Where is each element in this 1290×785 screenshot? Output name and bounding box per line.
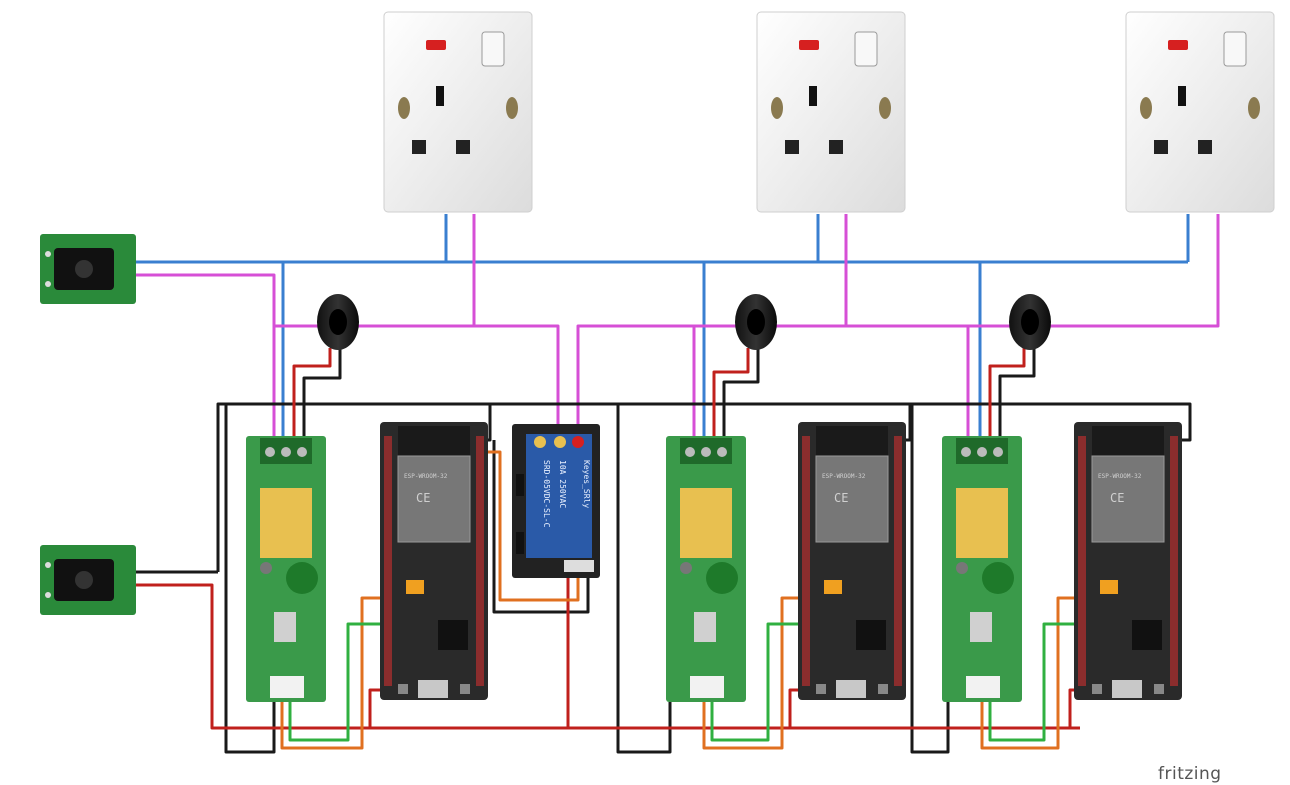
- wire-red-ct1: [292, 348, 332, 436]
- earth-pin-slot: [1178, 86, 1186, 106]
- chip-label: ESP-WROOM-32: [1098, 473, 1142, 480]
- transformer-icon: [260, 488, 312, 558]
- neutral-pin-slot: [1198, 140, 1212, 154]
- relay-body: [526, 434, 592, 558]
- indicator-light-icon: [426, 40, 446, 50]
- screw-icon: [506, 97, 518, 119]
- pzem-module-3: [942, 436, 1022, 702]
- screw-icon: [771, 97, 783, 119]
- boot-button-icon: [460, 684, 470, 694]
- coil-icon: [706, 562, 738, 594]
- wire-black-ct2: [722, 348, 760, 436]
- pzem-module-2: [666, 436, 746, 702]
- pzem-module-1: [246, 436, 326, 702]
- earth-pin-slot: [436, 86, 444, 106]
- usb-port-icon: [836, 680, 866, 698]
- wire-orange-pzem1: [280, 596, 390, 750]
- wire-orange-pzem2: [702, 596, 808, 750]
- wires: [132, 214, 1220, 754]
- wire-black-frame: [216, 402, 1192, 572]
- uart-connector: [690, 676, 724, 698]
- screw-icon: [398, 97, 410, 119]
- neutral-pin-slot: [456, 140, 470, 154]
- wall-socket-3: [1125, 11, 1275, 213]
- wire-black-relay: [492, 440, 590, 614]
- relay-model-label: SRD-05VDC-SL-C: [542, 460, 551, 528]
- reset-button-icon: [1092, 684, 1102, 694]
- wire-green-pzem3: [988, 622, 1086, 742]
- relay-rating-1: 10A 250VAC: [558, 460, 567, 508]
- chip-label: ESP-WROOM-32: [404, 473, 448, 480]
- usb-port-icon: [1112, 680, 1142, 698]
- esp32-board-2: ESP-WROOM-32 CE: [798, 422, 906, 700]
- wire-red-bus: [132, 583, 1080, 730]
- wire-magenta-bus: [274, 324, 560, 436]
- ct-sensor-1: [317, 294, 359, 350]
- uart-connector: [270, 676, 304, 698]
- boot-button-icon: [878, 684, 888, 694]
- relay-header-pins: [564, 560, 594, 572]
- wire-orange-relay: [484, 450, 580, 602]
- live-pin-slot: [785, 140, 799, 154]
- transformer-icon: [680, 488, 732, 558]
- wire-red-ct3: [988, 348, 1026, 436]
- antenna-icon: [816, 426, 888, 456]
- switch-rocker-icon: [854, 31, 878, 67]
- ct-sensor-3: [1009, 294, 1051, 350]
- esp32-chip: [815, 455, 889, 543]
- wire-green-pzem1: [288, 622, 390, 742]
- indicator-light-icon: [799, 40, 819, 50]
- neutral-pin-slot: [829, 140, 843, 154]
- cert-mark: CE: [1110, 491, 1124, 505]
- screw-icon: [1140, 97, 1152, 119]
- screw-icon: [1248, 97, 1260, 119]
- antenna-icon: [1092, 426, 1164, 456]
- transformer-icon: [956, 488, 1008, 558]
- wire-green-pzem2: [710, 622, 808, 742]
- esp32-board-3: ESP-WROOM-32 CE: [1074, 422, 1182, 700]
- boot-button-icon: [1154, 684, 1164, 694]
- wire-orange-pzem3: [980, 596, 1086, 750]
- coil-icon: [982, 562, 1014, 594]
- esp32-chip: [1091, 455, 1165, 543]
- wire-magenta-input: [132, 273, 276, 436]
- ct-sensor-2: [735, 294, 777, 350]
- wall-socket-1: [383, 11, 533, 213]
- switch-rocker-icon: [481, 31, 505, 67]
- antenna-icon: [398, 426, 470, 456]
- cert-mark: CE: [834, 491, 848, 505]
- indicator-light-icon: [1168, 40, 1188, 50]
- usb-port-icon: [418, 680, 448, 698]
- screw-icon: [879, 97, 891, 119]
- wire-magenta-relay-out: [576, 214, 1220, 436]
- cert-mark: CE: [416, 491, 430, 505]
- live-pin-slot: [1154, 140, 1168, 154]
- live-pin-slot: [412, 140, 426, 154]
- coil-icon: [286, 562, 318, 594]
- wire-black-ct3: [998, 348, 1036, 436]
- uart-connector: [966, 676, 1000, 698]
- relay-name-label: Keyes_SRly: [582, 460, 591, 508]
- earth-pin-slot: [809, 86, 817, 106]
- chip-label: ESP-WROOM-32: [822, 473, 866, 480]
- dc-input-jack: [40, 545, 136, 615]
- wire-black-ct1: [302, 348, 342, 436]
- reset-button-icon: [398, 684, 408, 694]
- esp32-chip: [397, 455, 471, 543]
- relay-module: SRD-05VDC-SL-C 10A 250VAC Keyes_SRly: [512, 424, 600, 578]
- switch-rocker-icon: [1223, 31, 1247, 67]
- wire-black-mid1: [616, 404, 672, 754]
- wall-socket-2: [756, 11, 906, 213]
- esp32-board-1: ESP-WROOM-32 CE: [380, 422, 488, 700]
- ac-input-jack: [40, 234, 136, 304]
- fritzing-watermark: fritzing: [1158, 764, 1222, 784]
- wire-red-ct2: [712, 348, 750, 436]
- reset-button-icon: [816, 684, 826, 694]
